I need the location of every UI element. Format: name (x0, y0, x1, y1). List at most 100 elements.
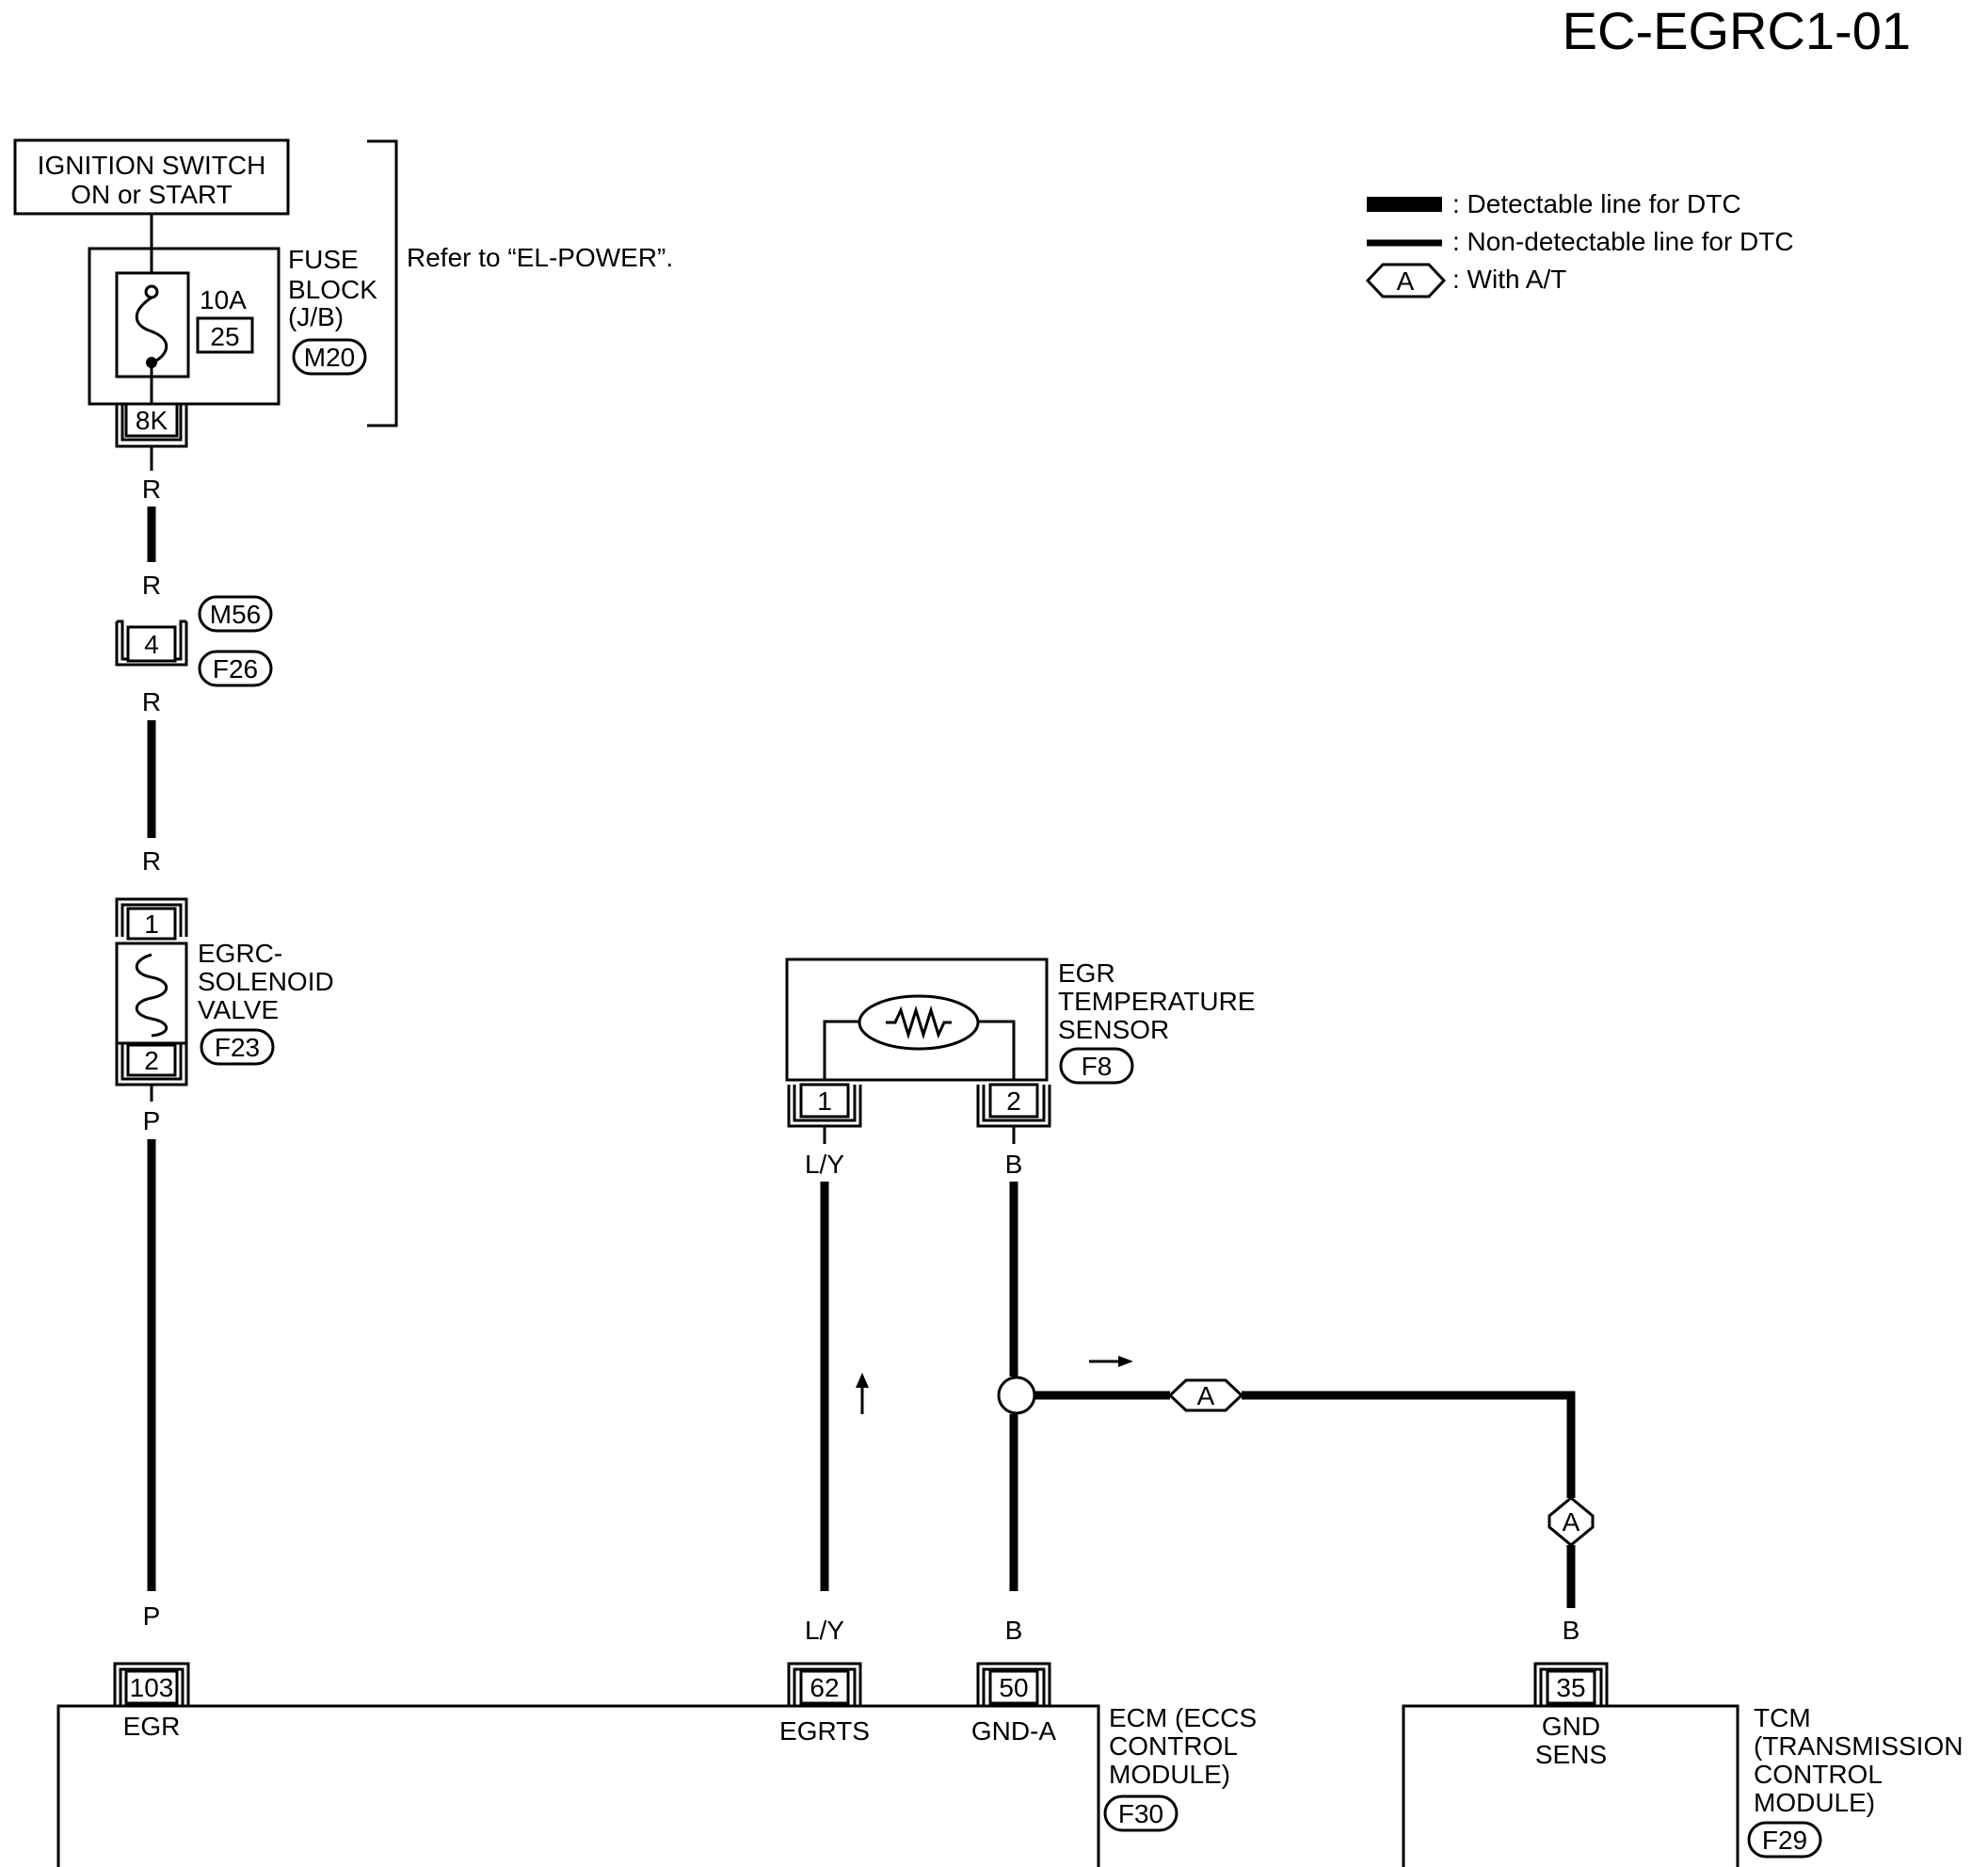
wire-color-label-b: B (1563, 1616, 1580, 1645)
ecm-label-line3: MODULE) (1109, 1760, 1230, 1789)
joint-connector-m56-f26: 4 M56 F26 (115, 595, 273, 687)
joint-pin-box (126, 625, 177, 663)
wire-color-label: R (142, 475, 161, 504)
at-option-marker-letter: A (1563, 1507, 1580, 1537)
egrc-solenoid-valve: 1 2 EGRC- SOLENOID VALVE F23 (115, 897, 334, 1086)
sensor-pin1-housing-inner (793, 1085, 857, 1122)
ignition-switch-line1: IGNITION SWITCH (38, 151, 266, 180)
ecm-pin-62-housing (787, 1662, 862, 1706)
ecm-pin-103-number: 103 (130, 1673, 174, 1702)
connector-m56-badge (198, 595, 273, 633)
ecm-label-line1: ECM (ECCS (1109, 1703, 1257, 1732)
legend-detectable-swatch (1367, 197, 1442, 212)
wire-color-label-ly: L/Y (805, 1150, 844, 1179)
tcm-pin-35-housing-inner (1539, 1667, 1603, 1706)
legend-non-detectable-label: : Non-detectable line for DTC (1452, 227, 1794, 256)
egr-temperature-sensor: EGR TEMPERATURE SENSOR F8 1 2 (785, 958, 1256, 1128)
connector-f30-label: F30 (1118, 1799, 1163, 1828)
legend: : Detectable line for DTC : Non-detectab… (1365, 189, 1794, 298)
legend-a-marker-icon (1365, 263, 1447, 298)
ecm-pin-62-housing-inner (793, 1667, 857, 1706)
solenoid-pin1-box (126, 907, 177, 941)
legend-a-marker-letter: A (1397, 266, 1415, 296)
connector-f30-badge (1103, 1795, 1178, 1832)
splice-point-icon (997, 1376, 1036, 1415)
power-wire-r: R R (142, 446, 161, 600)
resistor-icon (886, 1005, 952, 1040)
legend-with-at-label: : With A/T (1452, 265, 1566, 294)
solenoid-pin1-housing (115, 897, 188, 937)
wire-branch-segment (1242, 1391, 1576, 1498)
fuse-amperage: 10A (200, 285, 247, 314)
wire-color-label-ly: L/Y (805, 1616, 844, 1645)
joint-housing (115, 621, 188, 667)
tcm-pin-35-name-line2: SENS (1535, 1740, 1607, 1769)
connector-f23-badge (200, 1028, 275, 1066)
connector-m56-label: M56 (210, 600, 261, 629)
ecm-pin-50-number: 50 (999, 1673, 1028, 1702)
ecm-label-line2: CONTROL (1109, 1731, 1238, 1761)
ignition-switch: IGNITION SWITCH ON or START (13, 138, 290, 216)
connector-f29-badge (1747, 1821, 1822, 1859)
solenoid-coil-icon (135, 953, 168, 1038)
ecm-pin-62-number: 62 (810, 1673, 839, 1702)
wire-color-label: R (142, 571, 161, 600)
tcm-body (1402, 1704, 1740, 1867)
solenoid-line2: SOLENOID (198, 967, 334, 996)
fuse-block: 10A 25 FUSE BLOCK (J/B) M20 8K (88, 214, 377, 448)
connector-f26-label: F26 (213, 654, 258, 684)
connector-m20-badge (292, 338, 367, 376)
ecm-pin-62-box (799, 1669, 850, 1705)
tcm-pin-35-box (1546, 1669, 1596, 1705)
ecm-pin-103-housing (113, 1662, 190, 1706)
ignition-switch-line2: ON or START (71, 180, 232, 209)
connector-f23-label: F23 (215, 1033, 260, 1062)
solenoid-body (115, 942, 188, 1045)
sensor-pin2-box (988, 1083, 1039, 1119)
connector-m20-label: M20 (304, 343, 355, 372)
ignition-switch-box (13, 138, 290, 216)
solenoid-pin1-housing-inner (120, 903, 183, 937)
wire-color-label-r: R (142, 687, 161, 716)
ecm-pin-50-name: GND-A (971, 1716, 1057, 1746)
ecm-pin-50-housing (976, 1662, 1051, 1706)
sensor-line2: TEMPERATURE (1058, 987, 1256, 1016)
fuse-top-terminal (144, 284, 159, 299)
tcm-label-line2: (TRANSMISSION (1754, 1731, 1963, 1761)
connector-f26-badge (198, 650, 273, 687)
tcm-label-line3: CONTROL (1754, 1760, 1883, 1789)
connector-f29-label: F29 (1762, 1826, 1807, 1855)
ecm-pin-50-box (988, 1669, 1039, 1705)
tcm-label-line4: MODULE) (1754, 1788, 1875, 1817)
ecm-pin-103-name: EGR (123, 1712, 181, 1741)
arrow-up-icon (856, 1373, 869, 1388)
arrow-right-icon (1118, 1356, 1133, 1367)
solenoid-pin2-housing-inner (120, 1043, 183, 1081)
refer-text: Refer to “EL-POWER”. (407, 243, 673, 272)
connector-f8-label: F8 (1082, 1052, 1113, 1081)
sensor-pin1-box (799, 1083, 850, 1119)
ecm-pin-62-name: EGRTS (779, 1716, 870, 1746)
refer-bracket (367, 139, 398, 427)
ecm-pin-50-housing-inner (982, 1667, 1046, 1706)
wire-color-label-b: B (1005, 1150, 1023, 1179)
at-option-marker-letter: A (1197, 1381, 1215, 1410)
tcm-label-line1: TCM (1754, 1703, 1811, 1732)
terminal-8k-box (124, 402, 179, 438)
sensor-pin2-label: 2 (1006, 1086, 1021, 1116)
terminal-8k-label: 8K (136, 406, 168, 435)
terminal-8k-housing-inner (120, 404, 183, 442)
ecm-pin-103-box (124, 1669, 179, 1705)
fuse-block-line1: FUSE (288, 245, 359, 274)
tcm: 35 GND SENS TCM (TRANSMISSION CONTROL MO… (1402, 1662, 1963, 1867)
sensor-pin2-housing-inner (982, 1085, 1046, 1122)
wire-color-label-r: R (142, 846, 161, 876)
fuse-number: 25 (210, 322, 239, 351)
tcm-pin-35-name-line1: GND (1542, 1712, 1600, 1741)
fuse-number-box (196, 316, 254, 354)
sensor-pin1-label: 1 (817, 1086, 832, 1116)
tcm-pin-35-housing (1533, 1662, 1609, 1706)
ecm: 103 EGR 62 EGRTS 50 GND-A ECM (ECCS CONT… (56, 1662, 1257, 1867)
sensor-line1: EGR (1058, 958, 1115, 988)
